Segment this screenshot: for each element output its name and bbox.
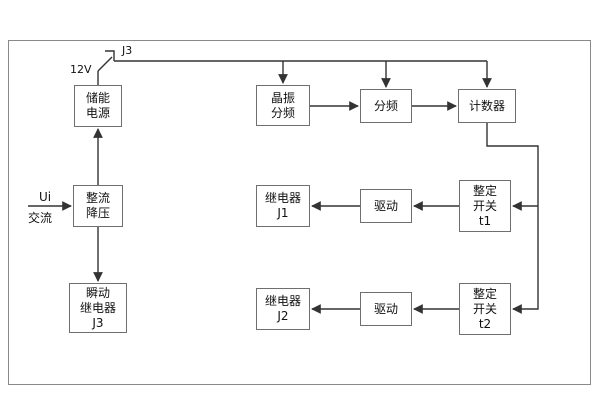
block-crystal-divider: 晶振 分频 [256,85,310,126]
block-storage-power: 储能 电源 [74,85,122,127]
block-relay-j1: 继电器 J1 [256,185,310,227]
block-counter: 计数器 [458,89,516,123]
block-drive-1: 驱动 [360,189,412,223]
block-relay-j2: 继电器 J2 [256,288,310,330]
block-rectifier: 整流 降压 [73,185,123,227]
block-instant-relay-j3: 瞬动 继电器 J3 [69,283,127,333]
jumper-label: J3 [122,44,133,57]
block-drive-2: 驱动 [360,292,412,326]
block-set-switch-t1: 整定 开关 t1 [459,180,511,232]
counter-feed-links [486,123,539,314]
left-column-links [28,128,103,282]
supply-voltage-label: 12V [70,63,92,76]
input-signal-label: Ui [39,190,52,204]
input-type-label: 交流 [28,211,53,225]
power-rail [97,50,492,88]
switch-blade-icon [97,56,113,72]
block-set-switch-t2: 整定 开关 t2 [459,283,511,335]
block-divider: 分频 [360,89,412,123]
jumper-hook-icon [105,50,115,61]
